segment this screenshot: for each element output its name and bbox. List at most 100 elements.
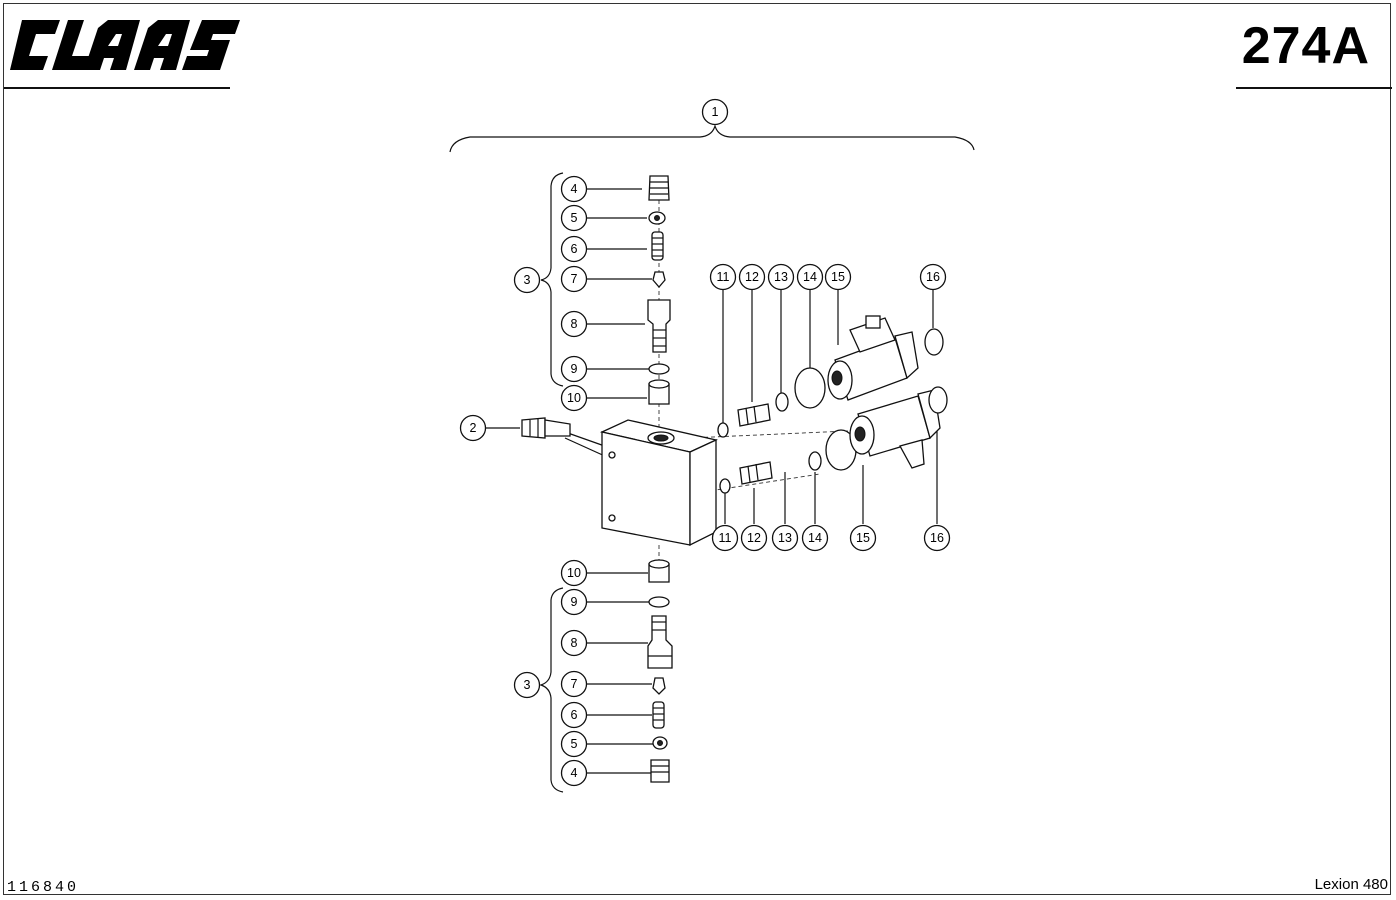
- callout-circle: [701, 98, 729, 126]
- page-frame: [3, 3, 1391, 895]
- callout-c6a: 6: [560, 235, 588, 263]
- callout-label: 16: [926, 270, 940, 284]
- callout-c4b: 4: [560, 759, 588, 787]
- document-number: 116840: [7, 879, 80, 896]
- callout-circle: [560, 310, 588, 338]
- callout-label: 8: [571, 636, 578, 650]
- callout-c4a: 4: [560, 175, 588, 203]
- callout-circle: [801, 524, 829, 552]
- callout-circle: [560, 730, 588, 758]
- callout-c1: 1: [701, 98, 729, 126]
- callout-c12a: 12: [738, 263, 766, 291]
- callout-label: 4: [571, 766, 578, 780]
- callout-c3a: 3: [513, 266, 541, 294]
- callout-circle: [711, 524, 739, 552]
- callout-label: 7: [571, 272, 578, 286]
- callout-circle: [740, 524, 768, 552]
- callout-c8a: 8: [560, 310, 588, 338]
- callout-label: 11: [719, 531, 732, 545]
- callout-label: 5: [571, 737, 578, 751]
- valve-block: [599, 419, 719, 547]
- header-rule-left: [4, 87, 230, 89]
- callout-circle: [709, 263, 737, 291]
- leader-lines: [486, 188, 938, 774]
- callout-c3b: 3: [513, 671, 541, 699]
- callout-c5b: 5: [560, 730, 588, 758]
- callout-circle: [919, 263, 947, 291]
- callout-c9a: 9: [560, 355, 588, 383]
- callout-c5a: 5: [560, 204, 588, 232]
- callout-label: 5: [571, 211, 578, 225]
- callout-label: 14: [803, 270, 817, 284]
- fitting-part-2: [521, 417, 571, 439]
- callout-label: 13: [774, 270, 788, 284]
- solenoid-group-upper: [717, 315, 944, 438]
- callout-circle: [738, 263, 766, 291]
- header-rule-right: [1236, 87, 1392, 89]
- callout-circle: [849, 524, 877, 552]
- callout-circle: [560, 204, 588, 232]
- callout-label: 10: [567, 391, 581, 405]
- callout-c15b: 15: [849, 524, 877, 552]
- callout-circle: [560, 629, 588, 657]
- callout-c16b: 16: [923, 524, 951, 552]
- callout-c10b: 10: [560, 559, 588, 587]
- callout-label: 9: [571, 362, 578, 376]
- solenoid-group-lower: [719, 386, 948, 494]
- callout-c13a: 13: [767, 263, 795, 291]
- valve-stack-lower: [647, 559, 673, 783]
- callout-label: 16: [930, 531, 944, 545]
- callout-c16a: 16: [919, 263, 947, 291]
- callout-label: 14: [808, 531, 822, 545]
- callout-circle: [560, 701, 588, 729]
- callout-circle: [923, 524, 951, 552]
- callout-circle: [560, 759, 588, 787]
- callout-label: 2: [470, 421, 477, 435]
- callout-c7b: 7: [560, 670, 588, 698]
- callout-label: 7: [571, 677, 578, 691]
- assembly-brace: [449, 123, 975, 153]
- valve-stack-upper: [647, 175, 671, 405]
- callout-circle: [560, 355, 588, 383]
- callout-c2: 2: [459, 414, 487, 442]
- model-name: Lexion 480: [1314, 876, 1388, 893]
- callout-circle: [560, 670, 588, 698]
- callout-circle: [560, 175, 588, 203]
- callout-c11b: 11: [711, 524, 739, 552]
- callout-circle: [560, 235, 588, 263]
- callout-label: 6: [571, 708, 578, 722]
- callout-circle: [459, 414, 487, 442]
- callout-label: 12: [745, 270, 759, 284]
- claas-logo: [10, 20, 240, 70]
- callout-label: 8: [571, 317, 578, 331]
- callout-circle: [771, 524, 799, 552]
- callout-label: 15: [856, 531, 870, 545]
- callout-label: 3: [524, 678, 531, 692]
- callout-circle: [796, 263, 824, 291]
- callout-label: 3: [524, 273, 531, 287]
- callout-c12b: 12: [740, 524, 768, 552]
- callout-label: 6: [571, 242, 578, 256]
- callout-c7a: 7: [560, 265, 588, 293]
- callout-c14a: 14: [796, 263, 824, 291]
- callout-label: 12: [747, 531, 761, 545]
- callout-label: 11: [717, 270, 730, 284]
- callout-c10a: 10: [560, 384, 588, 412]
- callout-circle: [560, 559, 588, 587]
- callout-circle: [767, 263, 795, 291]
- callout-label: 10: [567, 566, 581, 580]
- callout-c9b: 9: [560, 588, 588, 616]
- callout-label: 1: [712, 105, 719, 119]
- callout-c6b: 6: [560, 701, 588, 729]
- callout-c8b: 8: [560, 629, 588, 657]
- callout-label: 13: [778, 531, 792, 545]
- callout-circle: [824, 263, 852, 291]
- callout-label: 4: [571, 182, 578, 196]
- callout-label: 9: [571, 595, 578, 609]
- callout-circle: [560, 384, 588, 412]
- callout-c14b: 14: [801, 524, 829, 552]
- group-brace-upper: [540, 172, 564, 387]
- callout-circle: [513, 266, 541, 294]
